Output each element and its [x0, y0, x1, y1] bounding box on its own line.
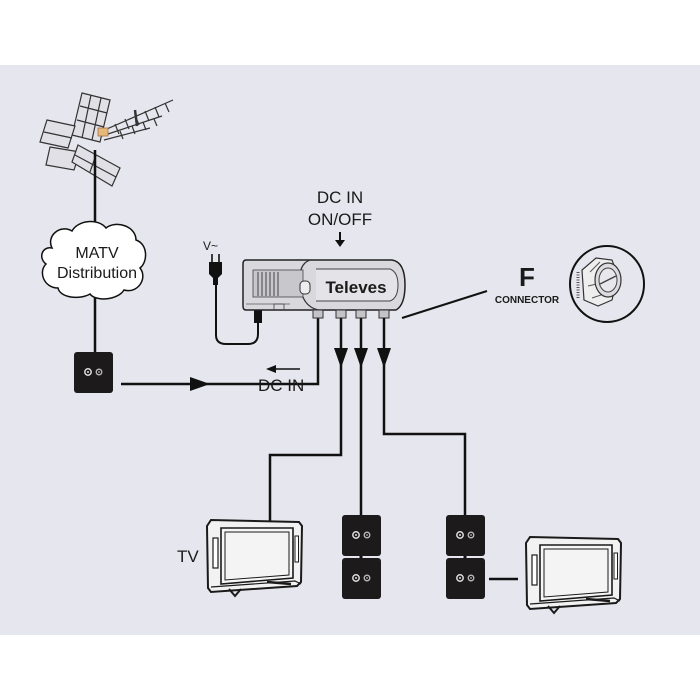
- power-plug-icon: [209, 254, 222, 285]
- outlet-3: [445, 514, 486, 557]
- matv-distribution-cloud: MATV Distribution: [41, 220, 147, 300]
- tv-label: TV: [177, 547, 199, 566]
- cable-port4-to-outlet3: [382, 318, 467, 515]
- amplifier-device: Televes: [242, 259, 406, 311]
- down-arrow-port4-icon: [377, 348, 391, 368]
- connector-label: CONNECTOR: [495, 295, 560, 306]
- amplifier-ports: [312, 309, 390, 319]
- dc-in-on-off-label-line2: ON/OFF: [308, 210, 372, 229]
- tv-2-icon: [524, 535, 623, 615]
- port-1: [312, 309, 324, 319]
- distribution-label: Distribution: [57, 265, 137, 282]
- power-cable: [215, 285, 259, 345]
- f-connector-icon: [569, 245, 645, 323]
- brand-label: Televes: [325, 278, 386, 297]
- tv-1-icon: [205, 518, 304, 598]
- port-2: [335, 309, 347, 319]
- down-arrow-port3-icon: [354, 348, 368, 368]
- f-letter-label: F: [519, 262, 535, 292]
- f-connector-leader: [401, 290, 488, 319]
- outlet-4: [341, 557, 382, 600]
- dc-in-label: DC IN: [258, 376, 304, 395]
- dc-in-on-off-label-line1: DC IN: [317, 188, 363, 207]
- outlet-2: [341, 514, 382, 557]
- down-arrow-port2-icon: [334, 348, 348, 368]
- port-3: [355, 309, 367, 319]
- down-arrow-icon: [335, 232, 345, 247]
- power-symbol-label: V~: [203, 239, 218, 253]
- forward-arrow-icon: [190, 377, 210, 391]
- port-4: [378, 309, 390, 319]
- antenna-icon: [39, 92, 174, 187]
- outlet-input: [73, 351, 114, 394]
- cable-port2-to-tv1: [268, 318, 343, 523]
- dc-in-arrow-icon: [266, 365, 300, 373]
- power-jack: [254, 310, 262, 323]
- outlet-5: [445, 557, 486, 600]
- cable-outlet-to-amplifier: [121, 318, 320, 386]
- matv-label: MATV: [75, 245, 119, 262]
